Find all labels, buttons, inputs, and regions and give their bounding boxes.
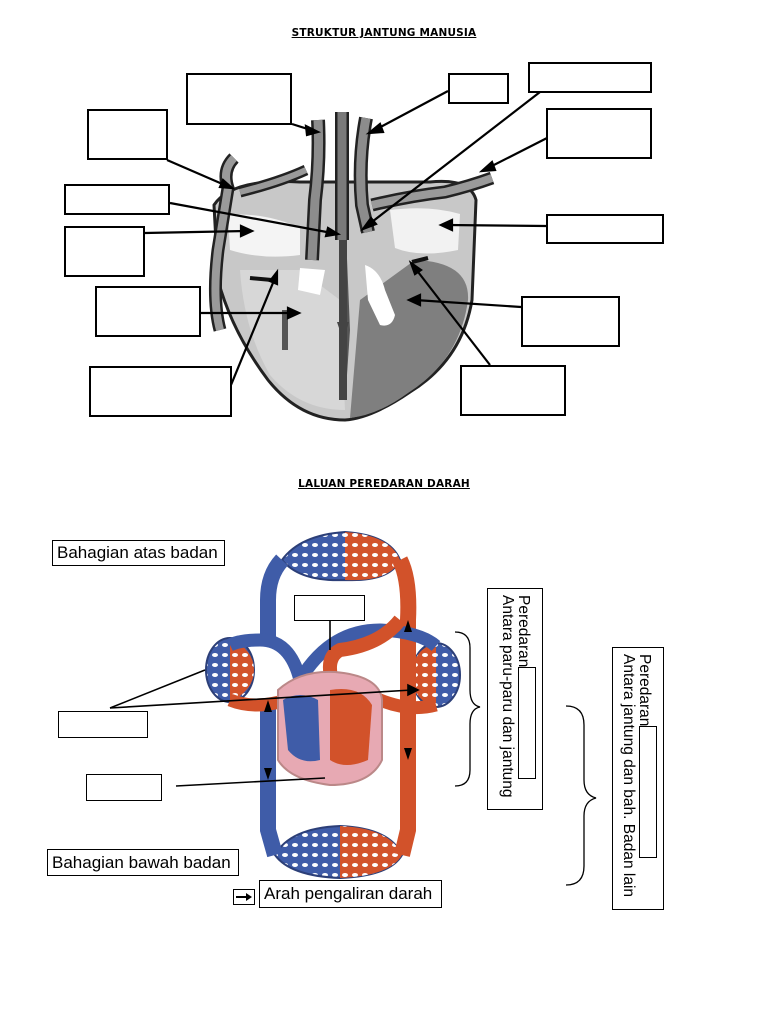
pulmonary-circulation-box: Peredaran Antara paru-paru dan jantung xyxy=(487,588,543,810)
circulation-label-blank[interactable] xyxy=(294,595,365,621)
systemic-circulation-box: Peredaran Antara jantung dan bah. Badan … xyxy=(612,647,664,910)
pulmonary-circulation-text: Antara paru-paru dan jantung xyxy=(499,595,516,798)
heart-structure-title: STRUKTUR JANTUNG MANUSIA xyxy=(291,27,477,39)
heart-label-blank[interactable] xyxy=(95,286,201,337)
heart-label-blank[interactable] xyxy=(89,366,232,417)
heart-label-blank[interactable] xyxy=(460,365,566,416)
heart-label-blank[interactable] xyxy=(186,73,292,125)
legend-label: Arah pengaliran darah xyxy=(259,880,442,908)
heart-label-blank[interactable] xyxy=(521,296,620,347)
heart-label-blank[interactable] xyxy=(528,62,652,93)
circulation-title: LALUAN PEREDARAN DARAH xyxy=(298,478,470,490)
lower-body-label: Bahagian bawah badan xyxy=(47,849,239,876)
heart-label-blank[interactable] xyxy=(546,214,664,244)
systemic-circulation-text: Antara jantung dan bah. Badan lain xyxy=(620,654,637,898)
upper-body-label: Bahagian atas badan xyxy=(52,540,225,566)
heart-label-blank[interactable] xyxy=(448,73,509,104)
heart-label-blank[interactable] xyxy=(546,108,652,159)
systemic-circulation-heading: Peredaran xyxy=(635,654,653,727)
circulation-label-blank[interactable] xyxy=(86,774,162,801)
legend-arrow-icon xyxy=(233,889,255,905)
pulmonary-circulation-heading: Peredaran xyxy=(514,595,532,668)
heart-label-blank[interactable] xyxy=(64,184,170,215)
heart-label-blank[interactable] xyxy=(87,109,168,160)
systemic-circulation-blank[interactable] xyxy=(639,726,657,859)
heart-pointer-lines xyxy=(144,90,548,386)
heart-label-blank[interactable] xyxy=(64,226,145,277)
pulmonary-circulation-blank[interactable] xyxy=(518,667,536,780)
circulation-label-blank[interactable] xyxy=(58,711,148,738)
